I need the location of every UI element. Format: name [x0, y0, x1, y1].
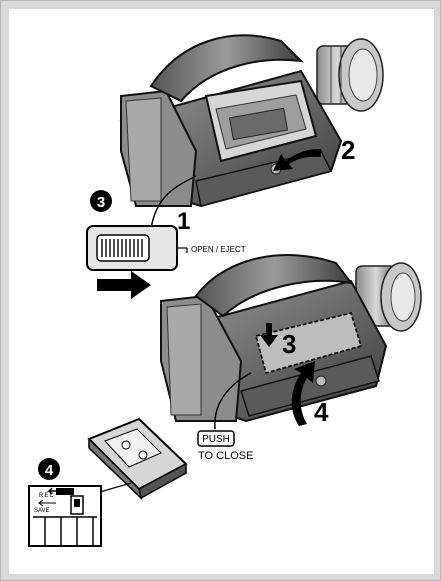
push-label: PUSH	[202, 434, 230, 445]
open-eject-label: OPEN / EJECT	[191, 245, 246, 254]
leader-line-top	[150, 175, 197, 230]
camcorder-cassette-illustration: 2 3 1	[28, 34, 422, 547]
camcorder-bottom-closing	[160, 254, 422, 423]
lever-ridges	[101, 239, 143, 257]
illustration-panel: 2 3 1	[9, 9, 434, 574]
push-label-box: PUSH	[197, 430, 235, 447]
step-4-label: 4	[314, 397, 329, 427]
step4-arrow-icon	[291, 361, 315, 426]
save-label: SAVE	[34, 508, 50, 514]
cassette-tape	[87, 417, 188, 501]
open-eject-lever	[86, 225, 188, 271]
step-3-label: 3	[282, 329, 296, 359]
lever-arrow-icon	[97, 271, 151, 299]
rec-label: REC	[39, 493, 55, 499]
callout-circle-3: 3	[90, 190, 112, 212]
to-close-label: TO CLOSE	[198, 450, 253, 462]
step-2-label: 2	[341, 135, 355, 165]
step3-arrow-icon	[260, 323, 278, 347]
cassette-holder-open	[204, 79, 318, 163]
camcorder-top-open	[119, 34, 384, 208]
step-1-label: 1	[177, 208, 190, 235]
callout-circle-4: 4	[38, 458, 60, 480]
step2-arrow-icon	[273, 149, 321, 171]
rec-save-tab-detail: REC SAVE	[28, 485, 102, 547]
callout-3-number: 3	[97, 194, 105, 211]
lens-top	[316, 38, 384, 112]
leader-line-push	[214, 372, 252, 430]
callout-4-number: 4	[45, 462, 54, 479]
